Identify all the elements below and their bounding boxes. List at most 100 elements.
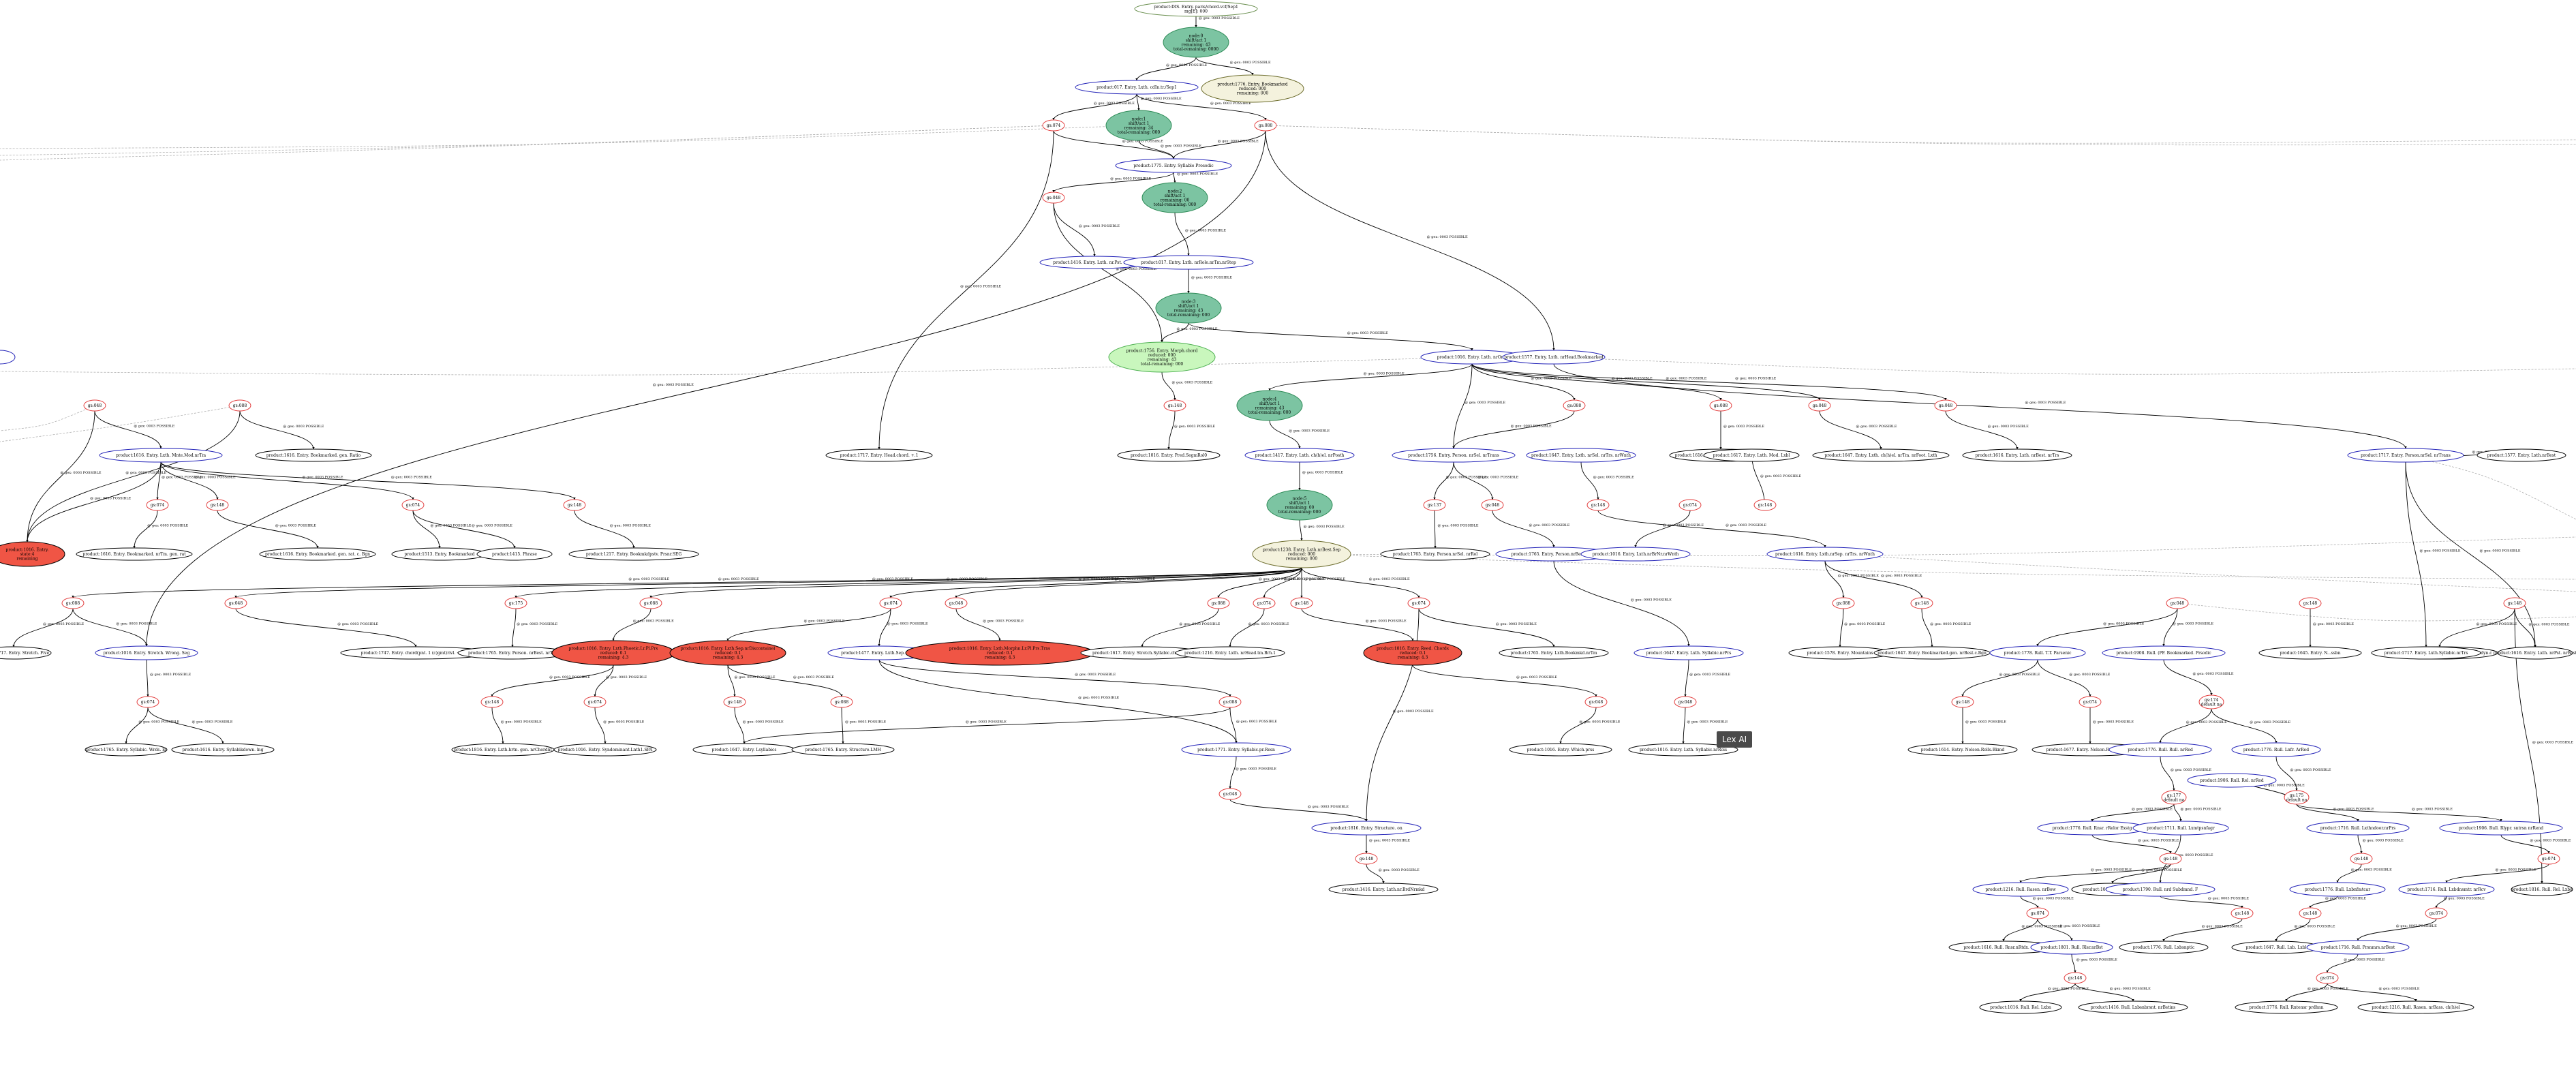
graph-node-n_s_o[interactable]: gs:137 [1423, 499, 1446, 511]
graph-node-n_s_ak[interactable]: gs:048 [1674, 696, 1697, 708]
graph-node-n_s_r[interactable]: gs:088 [61, 597, 85, 609]
graph-node-n_leaf18[interactable]: product:1216. Entry. Lxth. nrHead.tm.Brh… [1175, 646, 1285, 660]
graph-node-n_s_ae[interactable]: gs:148 [480, 696, 504, 708]
graph-node-n_leaf41[interactable]: product:1016. Rull. Rel. Lxbn [1979, 1000, 2062, 1014]
graph-node-n_p22[interactable]: product:1776. Rull. Lnfr. ArRed [2231, 742, 2321, 757]
graph-node-n_leaf8[interactable]: product:1616. Entry. Bookmarked. nrTm. g… [76, 547, 193, 561]
graph-node-n_s_v[interactable]: gs:074 [879, 597, 902, 609]
graph-node-n_s_e[interactable]: gs:088 [228, 399, 251, 412]
graph-node-n_s_ad[interactable]: gs:074 [136, 696, 159, 708]
graph-node-n_leaf13[interactable]: product:1765. Entry. Person.nrSel. nrRol [1380, 547, 1490, 561]
graph-node-n_s_f[interactable]: gs:148 [1163, 399, 1186, 412]
graph-node-n_p10[interactable]: product:1647. Entry. Lxth. nrSel. nrTrs.… [1526, 448, 1636, 463]
graph-node-n_s_ap[interactable]: gs:074 [2079, 696, 2102, 708]
graph-node-n_p21[interactable]: product:1776. Rull. Rull. nrRed [2109, 742, 2212, 757]
graph-node-n_leaf_right2[interactable]: product:1816. Rull. Rel. Lxbd [2511, 883, 2573, 896]
graph-node-n_s_ai[interactable]: gs:088 [1218, 696, 1242, 708]
graph-node-n_s_bb[interactable]: gs:074 [2316, 972, 2339, 984]
graph-node-n_leaf25[interactable]: product:1016. Entry. Syndominant.Lnth1.S… [553, 743, 657, 757]
graph-node-n_err4[interactable]: product:1016. Entry. Reed. Chordsreduced… [1363, 640, 1462, 666]
graph-node-n_p19[interactable]: product:1778. Rull. T.T. Parsenic [1989, 645, 2086, 660]
graph-node-n_leaf38[interactable]: product:1616. Rull. Rnsr.nRtdx. srSbfr [1948, 941, 2059, 954]
graph-node-n_s_j[interactable]: gs:048 [1934, 399, 1957, 412]
graph-node-n_p32[interactable]: product:1801. Rull. Rlsr.nrBst [2030, 940, 2113, 955]
graph-node-n_leaf3[interactable]: product:1717. Entry. Head.chord. +.1 [825, 448, 933, 462]
graph-node-n_s_bd[interactable]: gs:074 [1678, 499, 1702, 511]
graph-node-n_start[interactable]: product:DIS. Entry. paris/chord.vcf/Sep1… [1134, 1, 1258, 17]
graph-node-n_s_ao[interactable]: gs:148 [1951, 696, 1974, 708]
graph-node-n_s_k[interactable]: gs:074 [146, 499, 169, 511]
graph-node-n_leaf30[interactable]: product:1416. Entry. Lxth.nr.BrdNrmkd [1328, 883, 1439, 896]
graph-node-n_s_h[interactable]: gs:088 [1709, 399, 1732, 412]
graph-node-n_leaf46[interactable]: product:1717. Entry. Lxth.Syllabic.nrTrs [2371, 646, 2481, 660]
graph-node-n_leaf9[interactable]: product:1616. Entry. Bookmarked. gen. ra… [259, 547, 376, 561]
graph-node-n_p23[interactable]: product:1906. Rull. Rel. nrRed [2187, 773, 2277, 788]
graph-node-n_s_at[interactable]: gs:148 [2159, 853, 2182, 865]
graph-node-n_s_c[interactable]: gs:048 [1042, 192, 1065, 204]
graph-node-n_leftedge[interactable] [0, 350, 16, 365]
graph-node-n_s_al[interactable]: gs:048 [1218, 788, 1242, 800]
graph-node-n_p20[interactable]: product:1908. Rull. (PF. Bookmarked. Prs… [2102, 645, 2226, 660]
graph-node-n_term[interactable]: product:1776. Entry. Bookmarkedreduced: … [1201, 74, 1304, 103]
graph-node-n_s_av[interactable]: gs:074 [2537, 853, 2560, 865]
graph-node-n_s_az[interactable]: gs:074 [2425, 907, 2448, 919]
graph-node-n_s_ar[interactable]: gs:148 [2503, 597, 2526, 609]
graph-node-n_leaf39[interactable]: product:1776. Rull. Lxbsnptic [2119, 941, 2209, 954]
graph-node-n_leaf7[interactable]: product:1616. Entry. Lxth. nrBest. nrTrs [1962, 448, 2072, 462]
graph-node-n_s_d[interactable]: gs:048 [83, 399, 106, 412]
graph-node-n_leaf24[interactable]: product:1816. Entry. Lxth.hrtn. gen. nrC… [451, 743, 555, 757]
graph-node-n_s_w[interactable]: gs:048 [945, 597, 968, 609]
graph-node-n_s_u[interactable]: gs:088 [639, 597, 662, 609]
graph-node-n_p8[interactable]: product:1417. Entry. Lxth. ch(h)el. nrPo… [1244, 448, 1355, 463]
graph-node-n_s_bc[interactable]: gs:148 [1753, 499, 1777, 511]
graph-node-n_s_x[interactable]: gs:088 [1207, 597, 1230, 609]
graph-node-n_leaf6[interactable]: product:1647. Entry. Lxth. ch(h)el. nrTm… [1812, 448, 1950, 462]
graph-node-n_p5[interactable]: product:1016. Entry. Lxth. nrOrn. [1420, 350, 1524, 365]
graph-node-n_p7[interactable]: product:1616. Entry. Lxth. Mnte.Mod.nrTm [99, 448, 223, 463]
graph-node-n_leaf12[interactable]: product:1217. Entry. Bookmkdpstv. Prsnr.… [568, 547, 699, 561]
graph-node-n_s_i[interactable]: gs:048 [1808, 399, 1831, 412]
graph-node-n_err3[interactable]: product:1016. Entry. Lxth.Morphn.Lr.Pl.P… [905, 640, 1094, 666]
graph-node-n_leaf11[interactable]: product:1415. Phrase [476, 547, 553, 561]
graph-node-n_leaf34[interactable]: product:1645. Entry. N...ssbn [2258, 646, 2362, 660]
graph-node-n_s_a[interactable]: gs:074 [1042, 119, 1065, 132]
graph-node-n_s_ba[interactable]: gs:148 [2064, 972, 2087, 984]
graph-node-n_s_y[interactable]: gs:074 [1253, 597, 1276, 609]
graph-node-n_p29[interactable]: product:1790. Rull. nrd Subdmnd. F [2105, 882, 2215, 897]
graph-node-n_p4[interactable]: product:017. Entry. Lxth. nrRole.nrTm.nr… [1123, 255, 1254, 270]
graph-node-n_p17[interactable]: product:1816. Entry. Structure. on [1311, 821, 1422, 836]
graph-node-n_leaf23[interactable]: product:1616. Entry. Syllabikdown. lng [171, 743, 275, 757]
graph-node-n_p12[interactable]: product:1616. Entry. Lxth.nrSep. nrTrs. … [1766, 547, 1884, 562]
graph-node-n_cream[interactable]: product:1238. Entry. Lxth.nrBest.Sepredu… [1252, 540, 1351, 568]
graph-node-n_s_ag[interactable]: gs:148 [723, 696, 746, 708]
graph-node-n_s_n[interactable]: gs:148 [563, 499, 586, 511]
graph-node-n_s_ax[interactable]: gs:148 [2230, 907, 2254, 919]
graph-node-n_p18[interactable]: product:1016. Entry. Lxth.nrBrNr.nrWnth [1580, 547, 1691, 562]
graph-node-n_s_am[interactable]: gs:148 [1355, 853, 1378, 865]
graph-node-n_s_q[interactable]: gs:148 [1586, 499, 1610, 511]
graph-node-n_s_z[interactable]: gs:148 [1290, 597, 1313, 609]
graph-node-n_s_au[interactable]: gs:148 [2350, 853, 2373, 865]
graph-node-n_s_s[interactable]: gs:048 [224, 597, 247, 609]
graph-node-n_p33[interactable]: product:1716. Rull. Prsnmrs.nrBest [2306, 940, 2410, 955]
graph-node-n_p24[interactable]: product:1776. Rull. Rnsr. rRelor Exstg [2037, 821, 2147, 836]
graph-node-n_p9[interactable]: product:1756. Entry. Person. nrSel. nrTr… [1392, 448, 1516, 463]
graph-node-n_s_aa[interactable]: gs:074 [1407, 597, 1430, 609]
graph-node-n_p2[interactable]: product:017. Entry. Lxth. cdIn.tr./Sep1 [1075, 80, 1199, 95]
graph-node-n_p_right1[interactable]: product:1717. Entry. Person.nrSel. nrTra… [2347, 448, 2464, 463]
graph-node-n_s_m[interactable]: gs:074 [401, 499, 425, 511]
graph-node-n_err1[interactable]: product:1016. Entry. Lxth.Phoetic.Lr.Pl.… [551, 640, 675, 666]
graph-node-n_p27[interactable]: product:1906. Rull. Rlypr. sntrsn nrRend [2439, 821, 2563, 836]
graph-node-n_leaf43[interactable]: product:1776. Rull. Rntensr prdhnn [2235, 1000, 2338, 1014]
graph-node-n_leaf14[interactable]: product:1717. Entry. Stretch. Five [0, 646, 52, 660]
graph-node-n_leaf42[interactable]: product:1416. Rull. Lxbsnbrsnt. nrBstins [2078, 1000, 2188, 1014]
